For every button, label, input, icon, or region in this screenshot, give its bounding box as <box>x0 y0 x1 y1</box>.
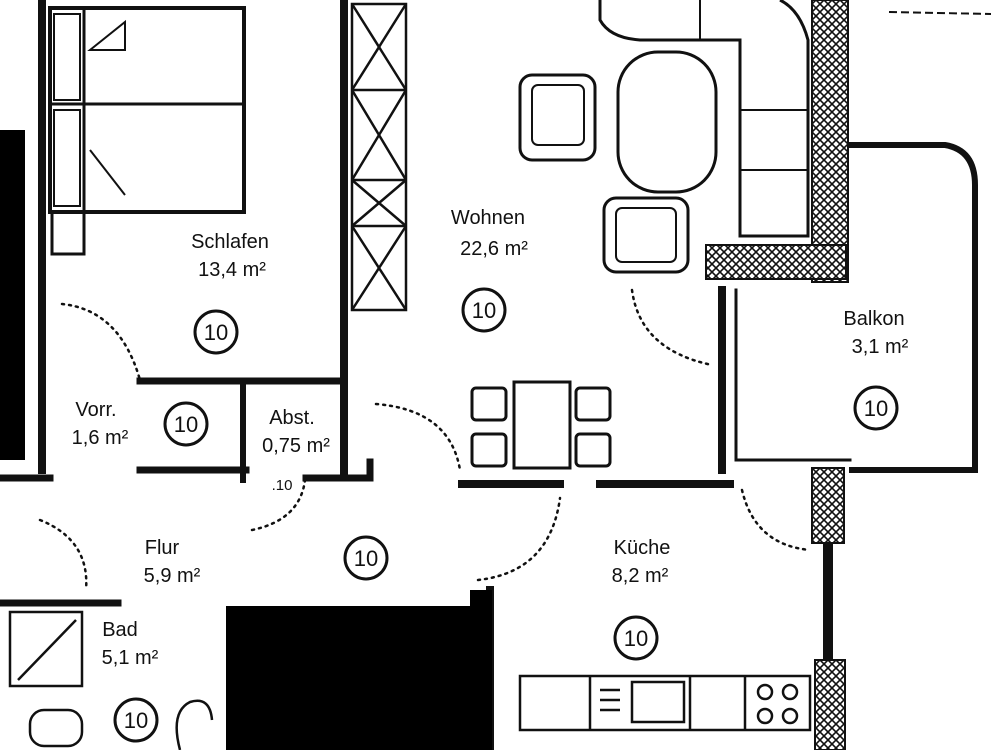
room-name-schlafen: Schlafen <box>191 231 269 253</box>
hatched-wall-top-right <box>811 0 849 283</box>
room-name-vorr: Vorr. <box>75 399 116 421</box>
door-swings <box>38 288 812 592</box>
room-area-kueche: 8,2 m² <box>612 565 669 587</box>
door-swing-entry <box>374 402 462 472</box>
badge-balkon: 10 <box>853 385 899 431</box>
svg-text:10: 10 <box>624 626 648 651</box>
svg-text:10: 10 <box>472 298 496 323</box>
room-area-abst: 0,75 m² <box>262 435 330 457</box>
double-bed <box>48 6 246 256</box>
badge-flur: 10 <box>343 535 389 581</box>
armchair-upper <box>518 73 597 162</box>
room-area-bad: 5,1 m² <box>102 647 159 669</box>
living-furniture <box>518 0 810 274</box>
room-labels: Schlafen 13,4 m² Wohnen 22,6 m² Balkon 3… <box>72 207 909 669</box>
room-name-wohnen: Wohnen <box>451 207 525 229</box>
room-area-flur: 5,9 m² <box>144 565 201 587</box>
svg-text:10: 10 <box>354 546 378 571</box>
hatched-walls <box>705 0 849 750</box>
badge-wohnen: 10 <box>461 287 507 333</box>
room-name-abst: Abst. <box>269 407 315 429</box>
sink <box>175 699 214 750</box>
svg-text:10: 10 <box>864 396 888 421</box>
armchair-lower <box>602 196 690 274</box>
door-swing-abst <box>250 478 307 532</box>
door-swing-bad <box>38 518 88 592</box>
svg-text:10: 10 <box>204 320 228 345</box>
door-swing-balkon-right <box>740 488 812 552</box>
badge-kueche: 10 <box>613 615 659 661</box>
badge-schlafen: 10 <box>193 309 239 355</box>
room-name-flur: Flur <box>145 537 180 559</box>
room-area-schlafen: 13,4 m² <box>198 259 266 281</box>
room-area-vorr: 1,6 m² <box>72 427 129 449</box>
solid-area-left <box>0 130 25 460</box>
room-name-kueche: Küche <box>614 537 671 559</box>
hatched-wall-kueche-right <box>811 467 845 544</box>
balkon-inner-line <box>734 288 852 462</box>
door-swing-schlafen <box>60 302 142 382</box>
solid-area-stair <box>226 606 492 750</box>
badge-bad: 10 <box>113 697 159 743</box>
door-swing-balkon <box>630 288 714 367</box>
wardrobe <box>350 2 408 312</box>
dining-table <box>512 380 572 470</box>
room-badges: 10 10 10 10 10 10 10 <box>113 287 899 743</box>
solid-areas <box>0 130 492 750</box>
room-area-balkon: 3,1 m² <box>852 336 909 358</box>
abst-bottom-wall <box>302 458 374 482</box>
dining-set <box>470 380 612 470</box>
corner-sofa <box>598 0 810 238</box>
badge-vorr: 10 <box>163 401 209 447</box>
balkon-outline <box>847 142 978 473</box>
toilet <box>28 708 84 748</box>
hatched-wall-horizontal <box>705 244 847 280</box>
coffee-table <box>616 50 718 194</box>
kitchen-counter <box>518 674 812 732</box>
door-swing-kueche <box>476 496 562 582</box>
shower-tray <box>8 610 84 688</box>
room-area-wohnen: 22,6 m² <box>460 238 528 260</box>
abst-floor-marker: .10 <box>272 477 293 494</box>
top-right-line <box>888 10 992 16</box>
hatched-wall-kueche-lower <box>814 659 846 750</box>
bathroom-fixtures <box>8 610 214 750</box>
room-name-balkon: Balkon <box>843 308 904 330</box>
svg-text:10: 10 <box>174 412 198 437</box>
room-name-bad: Bad <box>102 619 138 641</box>
svg-text:10: 10 <box>124 708 148 733</box>
solid-area-stair-top <box>470 590 492 610</box>
